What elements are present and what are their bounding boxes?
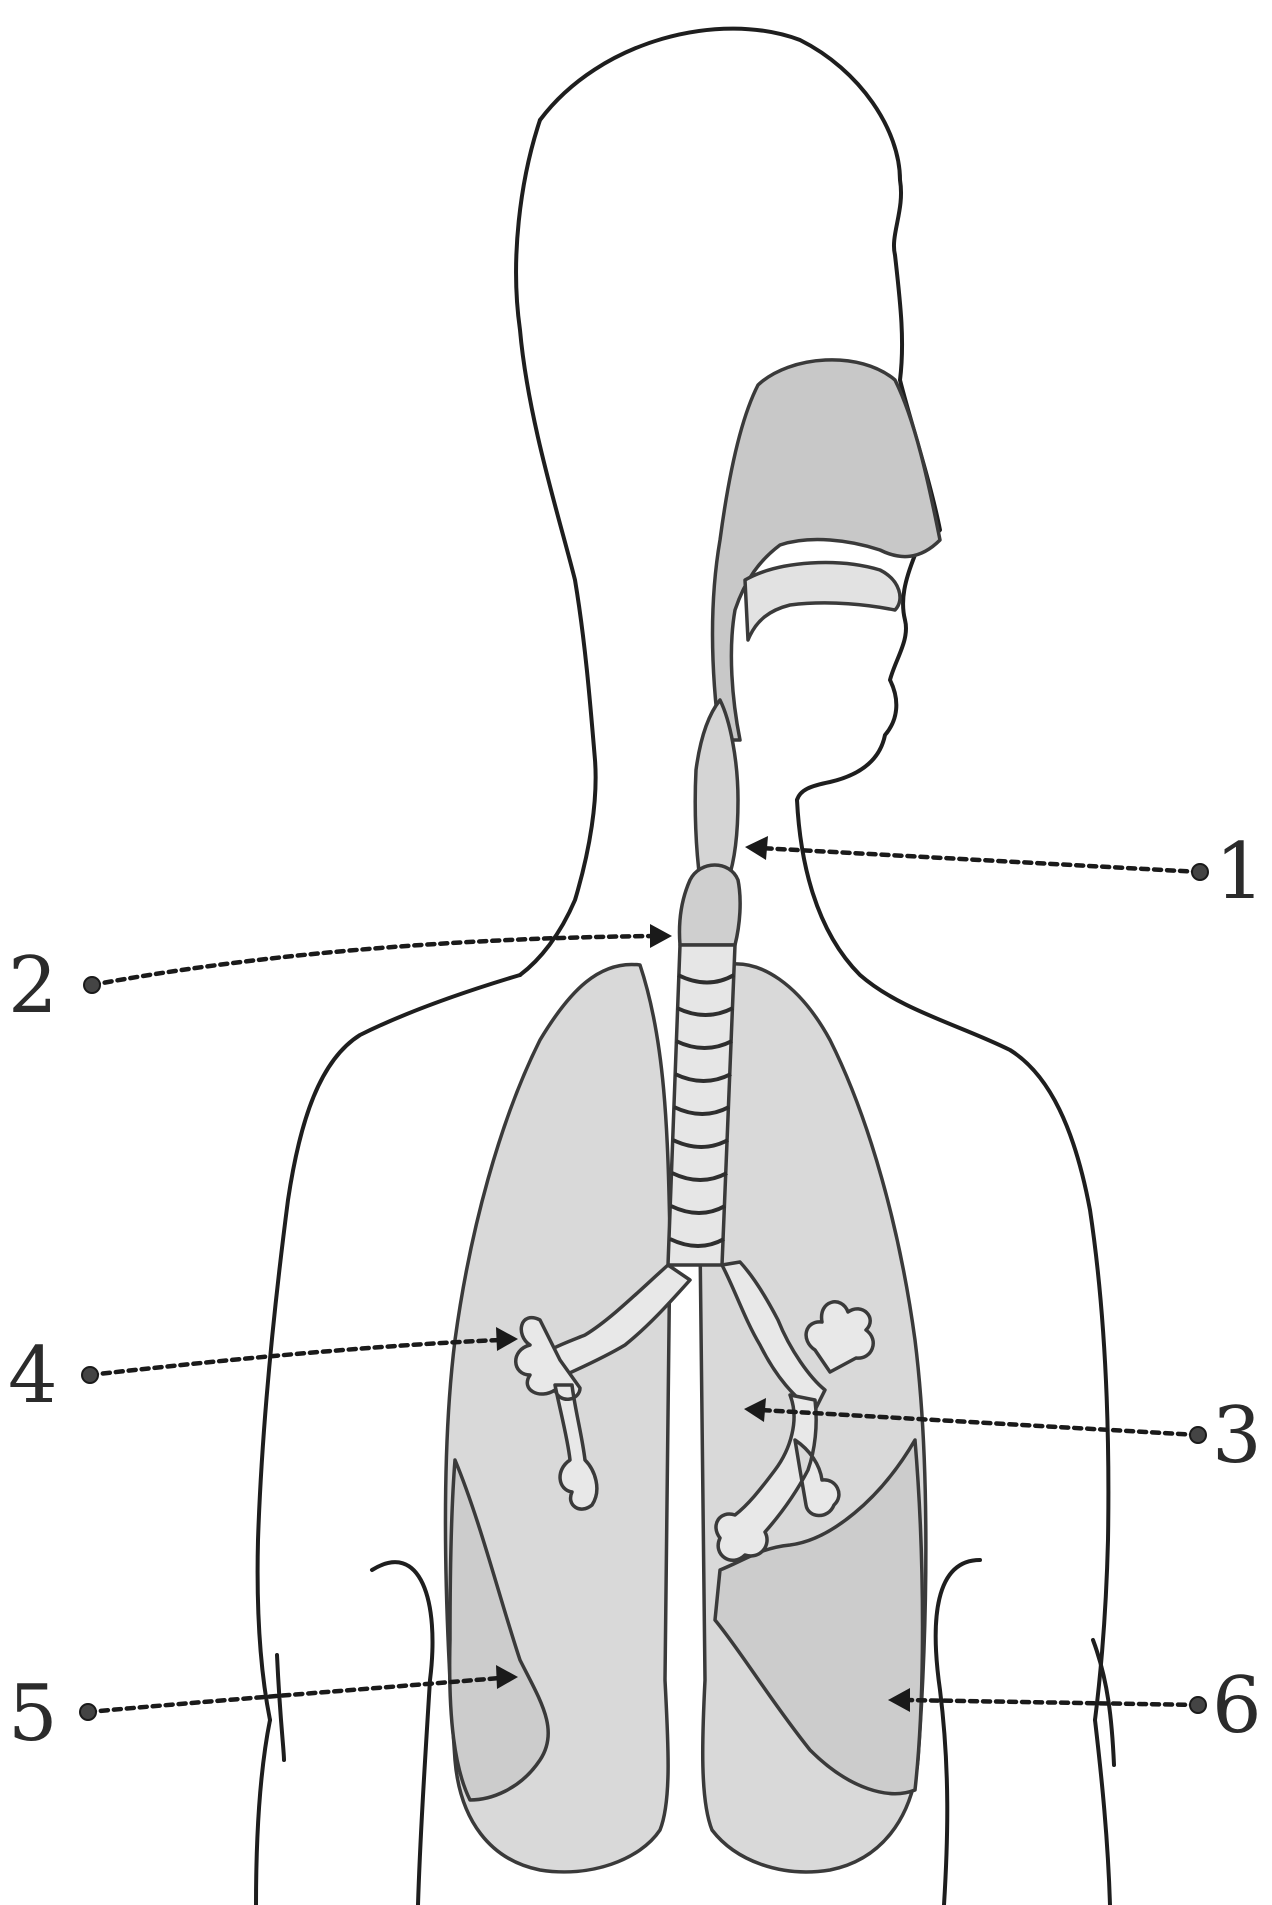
leader-line-1 xyxy=(745,836,1208,880)
trachea xyxy=(668,945,735,1265)
oral-cavity xyxy=(745,563,900,640)
right-arm-outline xyxy=(1095,1720,1110,1905)
label-4: 4 xyxy=(8,1331,58,1421)
back-of-head-outline xyxy=(516,120,596,975)
nasal-cavity xyxy=(712,360,940,740)
left-armpit-line xyxy=(277,1655,284,1760)
label-3: 3 xyxy=(1212,1391,1262,1481)
larynx xyxy=(679,865,740,945)
label-5: 5 xyxy=(8,1669,58,1759)
leader-line-6 xyxy=(888,1688,1206,1713)
left-arm-outline xyxy=(256,1720,270,1905)
right-side-chest-line xyxy=(936,1560,980,1905)
left-side-chest-line xyxy=(372,1562,433,1905)
trachea-tube xyxy=(668,945,735,1265)
label-2: 2 xyxy=(8,941,58,1031)
label-6: 6 xyxy=(1212,1661,1262,1751)
label-1: 1 xyxy=(1215,827,1265,917)
